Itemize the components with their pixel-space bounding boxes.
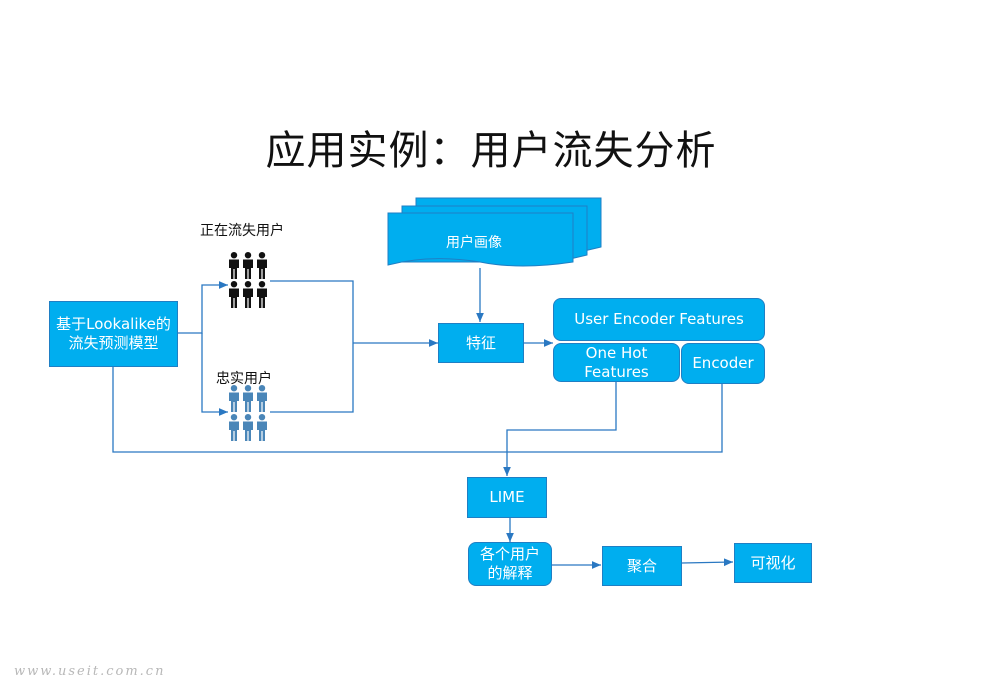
churning-users-icon: [229, 252, 267, 308]
lime-box: LIME: [467, 477, 547, 518]
visualize-box: 可视化: [734, 543, 812, 583]
wire-loyal-to-feature: [270, 343, 354, 413]
wire-model-to-churning: [178, 281, 228, 334]
feature-box: 特征: [438, 323, 524, 363]
wire-aggregate-to-visualize: [681, 558, 734, 567]
explain-box: 各个用户的解释: [468, 542, 552, 586]
aggregate-box: 聚合: [602, 546, 682, 586]
one-hot-box: One Hot Features: [553, 343, 680, 382]
profile-label: 用户画像: [446, 235, 502, 251]
profile-shape: [387, 197, 602, 267]
churning-users-label: 正在流失用户: [200, 223, 284, 239]
loyal-users-label: 忠实用户: [216, 371, 272, 387]
loyal-users-icon: [229, 385, 267, 441]
wire-onehot-to-lime: [503, 382, 617, 476]
wire-encoder-to-lime: [507, 384, 723, 453]
wire-churning-to-feature: [270, 280, 354, 343]
page-title: 应用实例：用户流失分析: [265, 128, 717, 174]
wire-model-to-lime: [112, 367, 507, 453]
watermark: www.useit.com.cn: [14, 664, 166, 679]
model-box: 基于Lookalike的流失预测模型: [49, 301, 178, 367]
user-encoder-box: User Encoder Features: [553, 298, 765, 341]
encoder-box: Encoder: [681, 343, 765, 384]
wire-model-to-loyal: [201, 333, 228, 416]
